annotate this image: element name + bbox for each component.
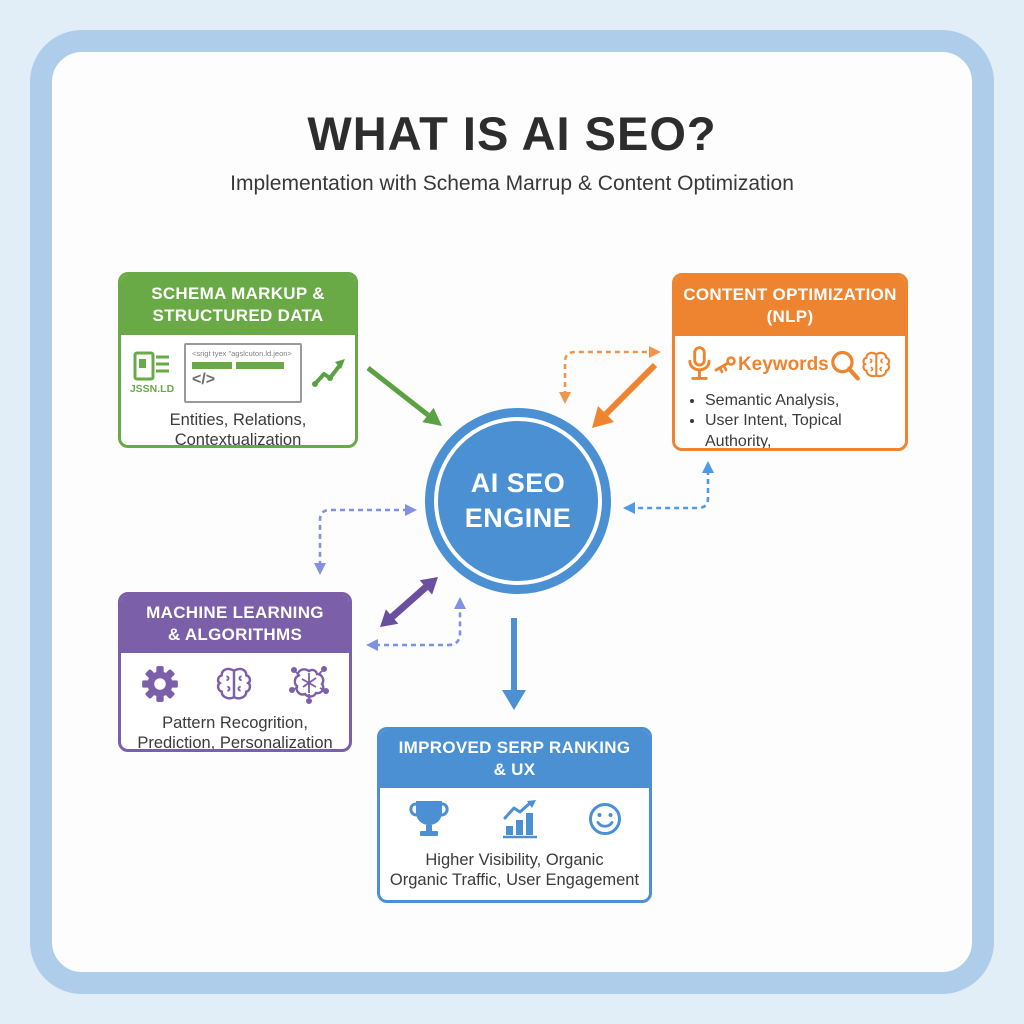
engine-inner-ring — [434, 417, 602, 585]
gear-icon — [142, 666, 178, 702]
search-icon — [830, 350, 860, 381]
engine-label: AI SEO ENGINE — [464, 467, 572, 533]
content-optimization-box: CONTENT OPTIMIZATION (NLP) Keywords — [672, 273, 908, 451]
schema-title-line2: STRUCTURED DATA — [152, 306, 324, 325]
content-bullet-list: Semantic Analysis, User Intent, Topical … — [691, 391, 905, 448]
machine-learning-box: MACHINE LEARNING & ALGORITHMS — [118, 592, 352, 752]
jsonld-label: JSSN.LD — [129, 383, 175, 395]
trophy-icon — [409, 801, 449, 836]
neural-network-icon — [289, 666, 329, 704]
serp-ranking-box: IMPROVED SERP RANKING & UX — [377, 727, 652, 903]
smiley-icon — [589, 803, 621, 835]
schema-caption: Entities, Relations, Contextualization — [169, 411, 307, 448]
ml-box-header: MACHINE LEARNING & ALGORITHMS — [121, 595, 349, 653]
code-snippet-text: <srigt tyex "agslcuton.ld.jeon> — [192, 349, 292, 358]
code-bars — [192, 362, 295, 369]
serp-box-header: IMPROVED SERP RANKING & UX — [380, 730, 649, 788]
content-title-line1: CONTENT OPTIMIZATION — [683, 284, 897, 304]
keywords-group: Keywords — [712, 354, 829, 376]
key-icon — [714, 356, 736, 374]
content-title-line2: (NLP) — [766, 307, 814, 326]
ai-seo-engine-circle: AI SEO ENGINE — [425, 408, 611, 594]
ml-caption: Pattern Recogrition, Prediction, Persona… — [137, 714, 333, 752]
content-box-header: CONTENT OPTIMIZATION (NLP) — [675, 276, 905, 336]
schema-box-header: SCHEMA MARKUP & STRUCTURED DATA — [121, 275, 355, 335]
page-subtitle: Implementation with Schema Marrup & Cont… — [230, 172, 794, 195]
trend-up-icon — [312, 359, 345, 387]
brain-icon — [862, 351, 891, 378]
keywords-label: Keywords — [737, 354, 829, 375]
serp-title-line1: IMPROVED SERP RANKING — [398, 737, 631, 757]
page-title: WHAT IS AI SEO? — [307, 107, 717, 160]
schema-title-line1: SCHEMA MARKUP & — [151, 283, 325, 303]
serp-caption: Higher Visibility, Organic Organic Traff… — [389, 851, 640, 890]
code-tag-text: </> — [192, 371, 216, 388]
brain-icon — [216, 667, 252, 700]
bar-chart-up-icon — [502, 800, 537, 839]
jsonld-document-icon — [133, 351, 169, 381]
schema-markup-box: SCHEMA MARKUP & STRUCTURED DATA JSSN.LD … — [118, 272, 358, 448]
ml-title-line1: MACHINE LEARNING — [146, 602, 324, 622]
bullet-item: User Intent, Topical Authority, — [705, 411, 905, 448]
serp-title-line2: & UX — [493, 760, 536, 779]
code-snippet-box: <srigt tyex "agslcuton.ld.jeon> </> — [184, 343, 302, 403]
bullet-item: Semantic Analysis, — [705, 391, 905, 411]
microphone-icon — [688, 346, 711, 380]
ml-title-line2: & ALGORITHMS — [167, 625, 303, 644]
